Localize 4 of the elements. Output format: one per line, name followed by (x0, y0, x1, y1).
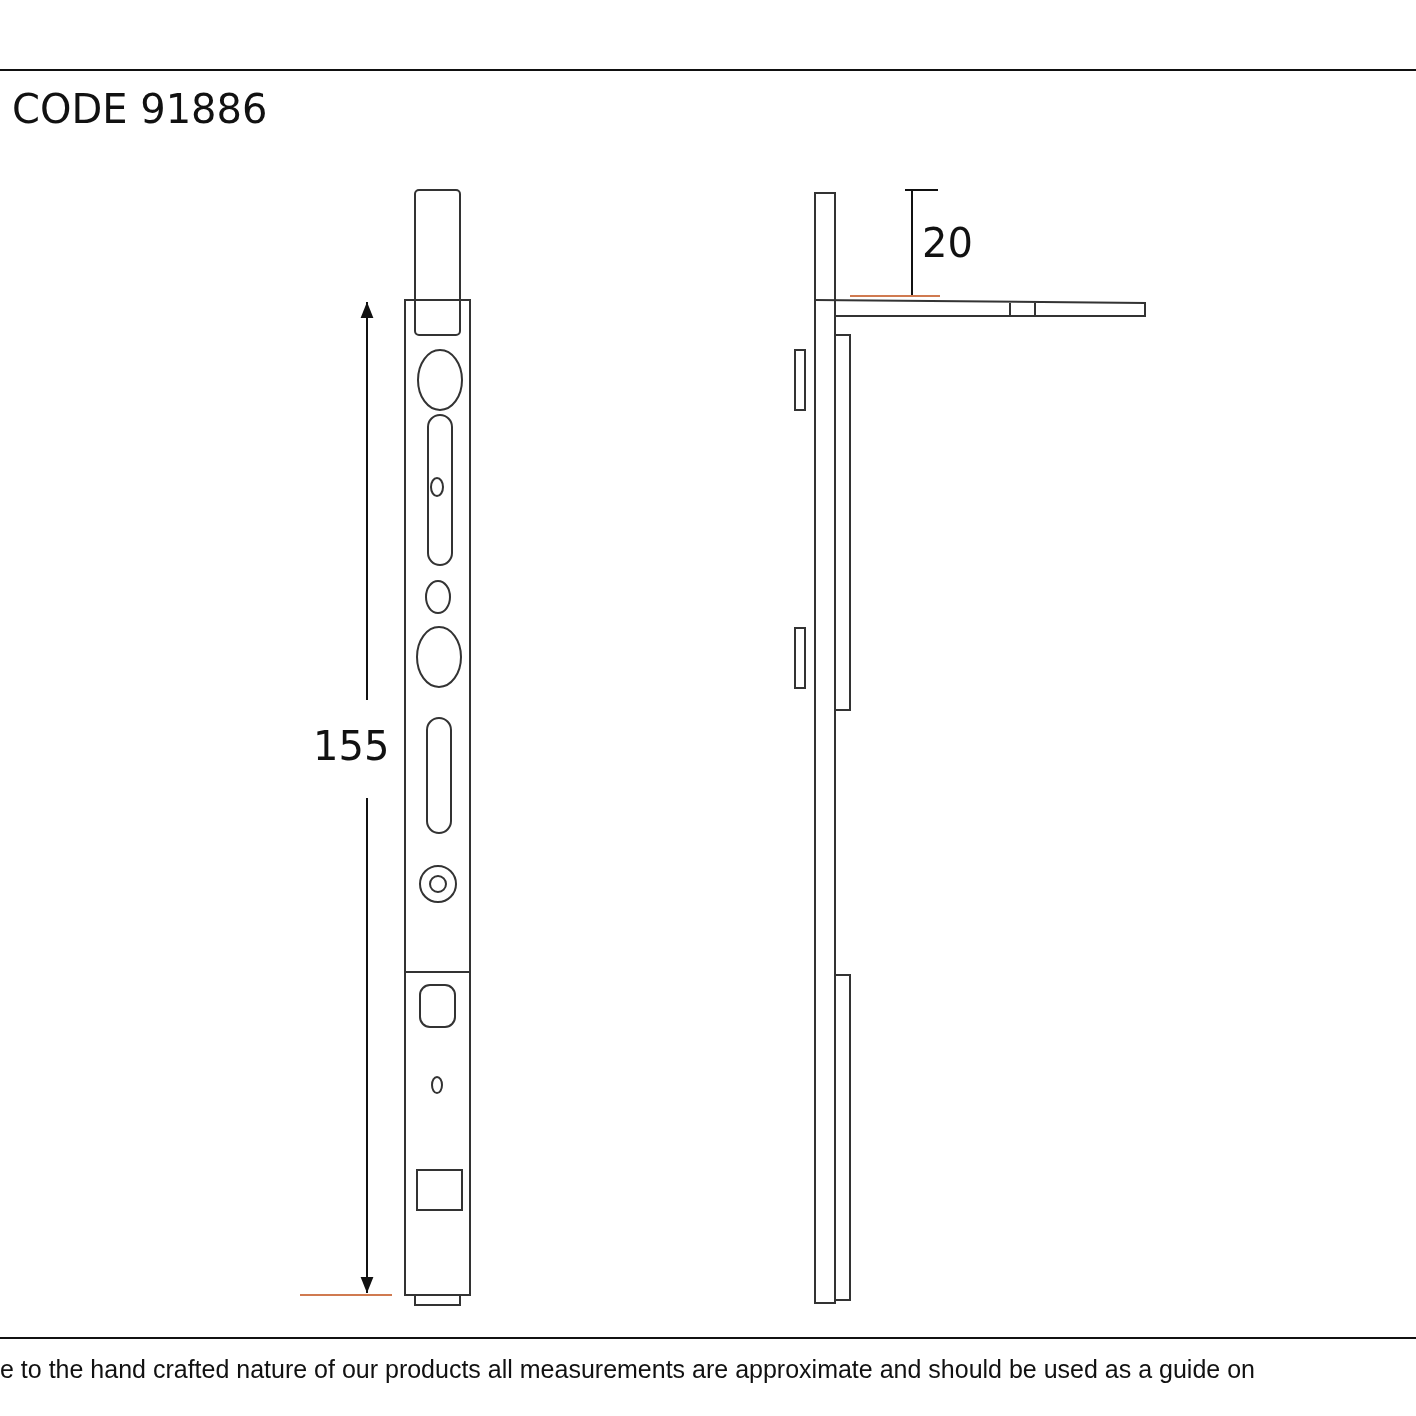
dimension-value: 20 (922, 220, 973, 266)
disclaimer-note: e to the hand crafted nature of our products all measurements are approximate and should be used as a guide on (0, 1355, 1255, 1384)
dimension-value: 155 (313, 723, 390, 769)
product-code-title: CODE 91886 (12, 86, 268, 132)
